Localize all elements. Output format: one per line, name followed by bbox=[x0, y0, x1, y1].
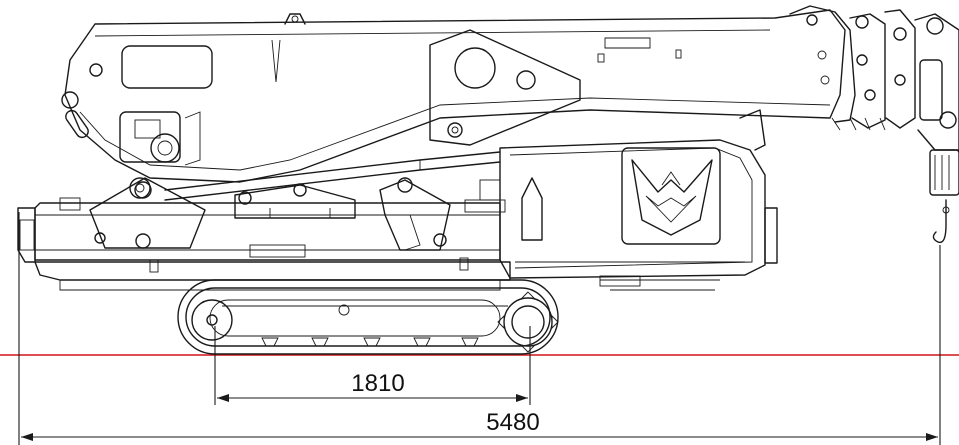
boom bbox=[61, 9, 846, 183]
engine-hood bbox=[479, 109, 778, 291]
boom-head bbox=[789, 5, 959, 244]
carrier-body bbox=[17, 177, 511, 291]
crane-hook-icon bbox=[929, 149, 959, 244]
winged-shield-emblem-icon bbox=[621, 147, 721, 245]
luffing-cylinder bbox=[129, 151, 501, 201]
crawler-track bbox=[177, 279, 559, 355]
overall-length-label: 5480 bbox=[486, 409, 539, 436]
dimension-track-length: 1810 bbox=[214, 326, 531, 405]
track-length-label: 1810 bbox=[351, 370, 404, 397]
dimension-overall-length: 5480 bbox=[18, 212, 941, 445]
